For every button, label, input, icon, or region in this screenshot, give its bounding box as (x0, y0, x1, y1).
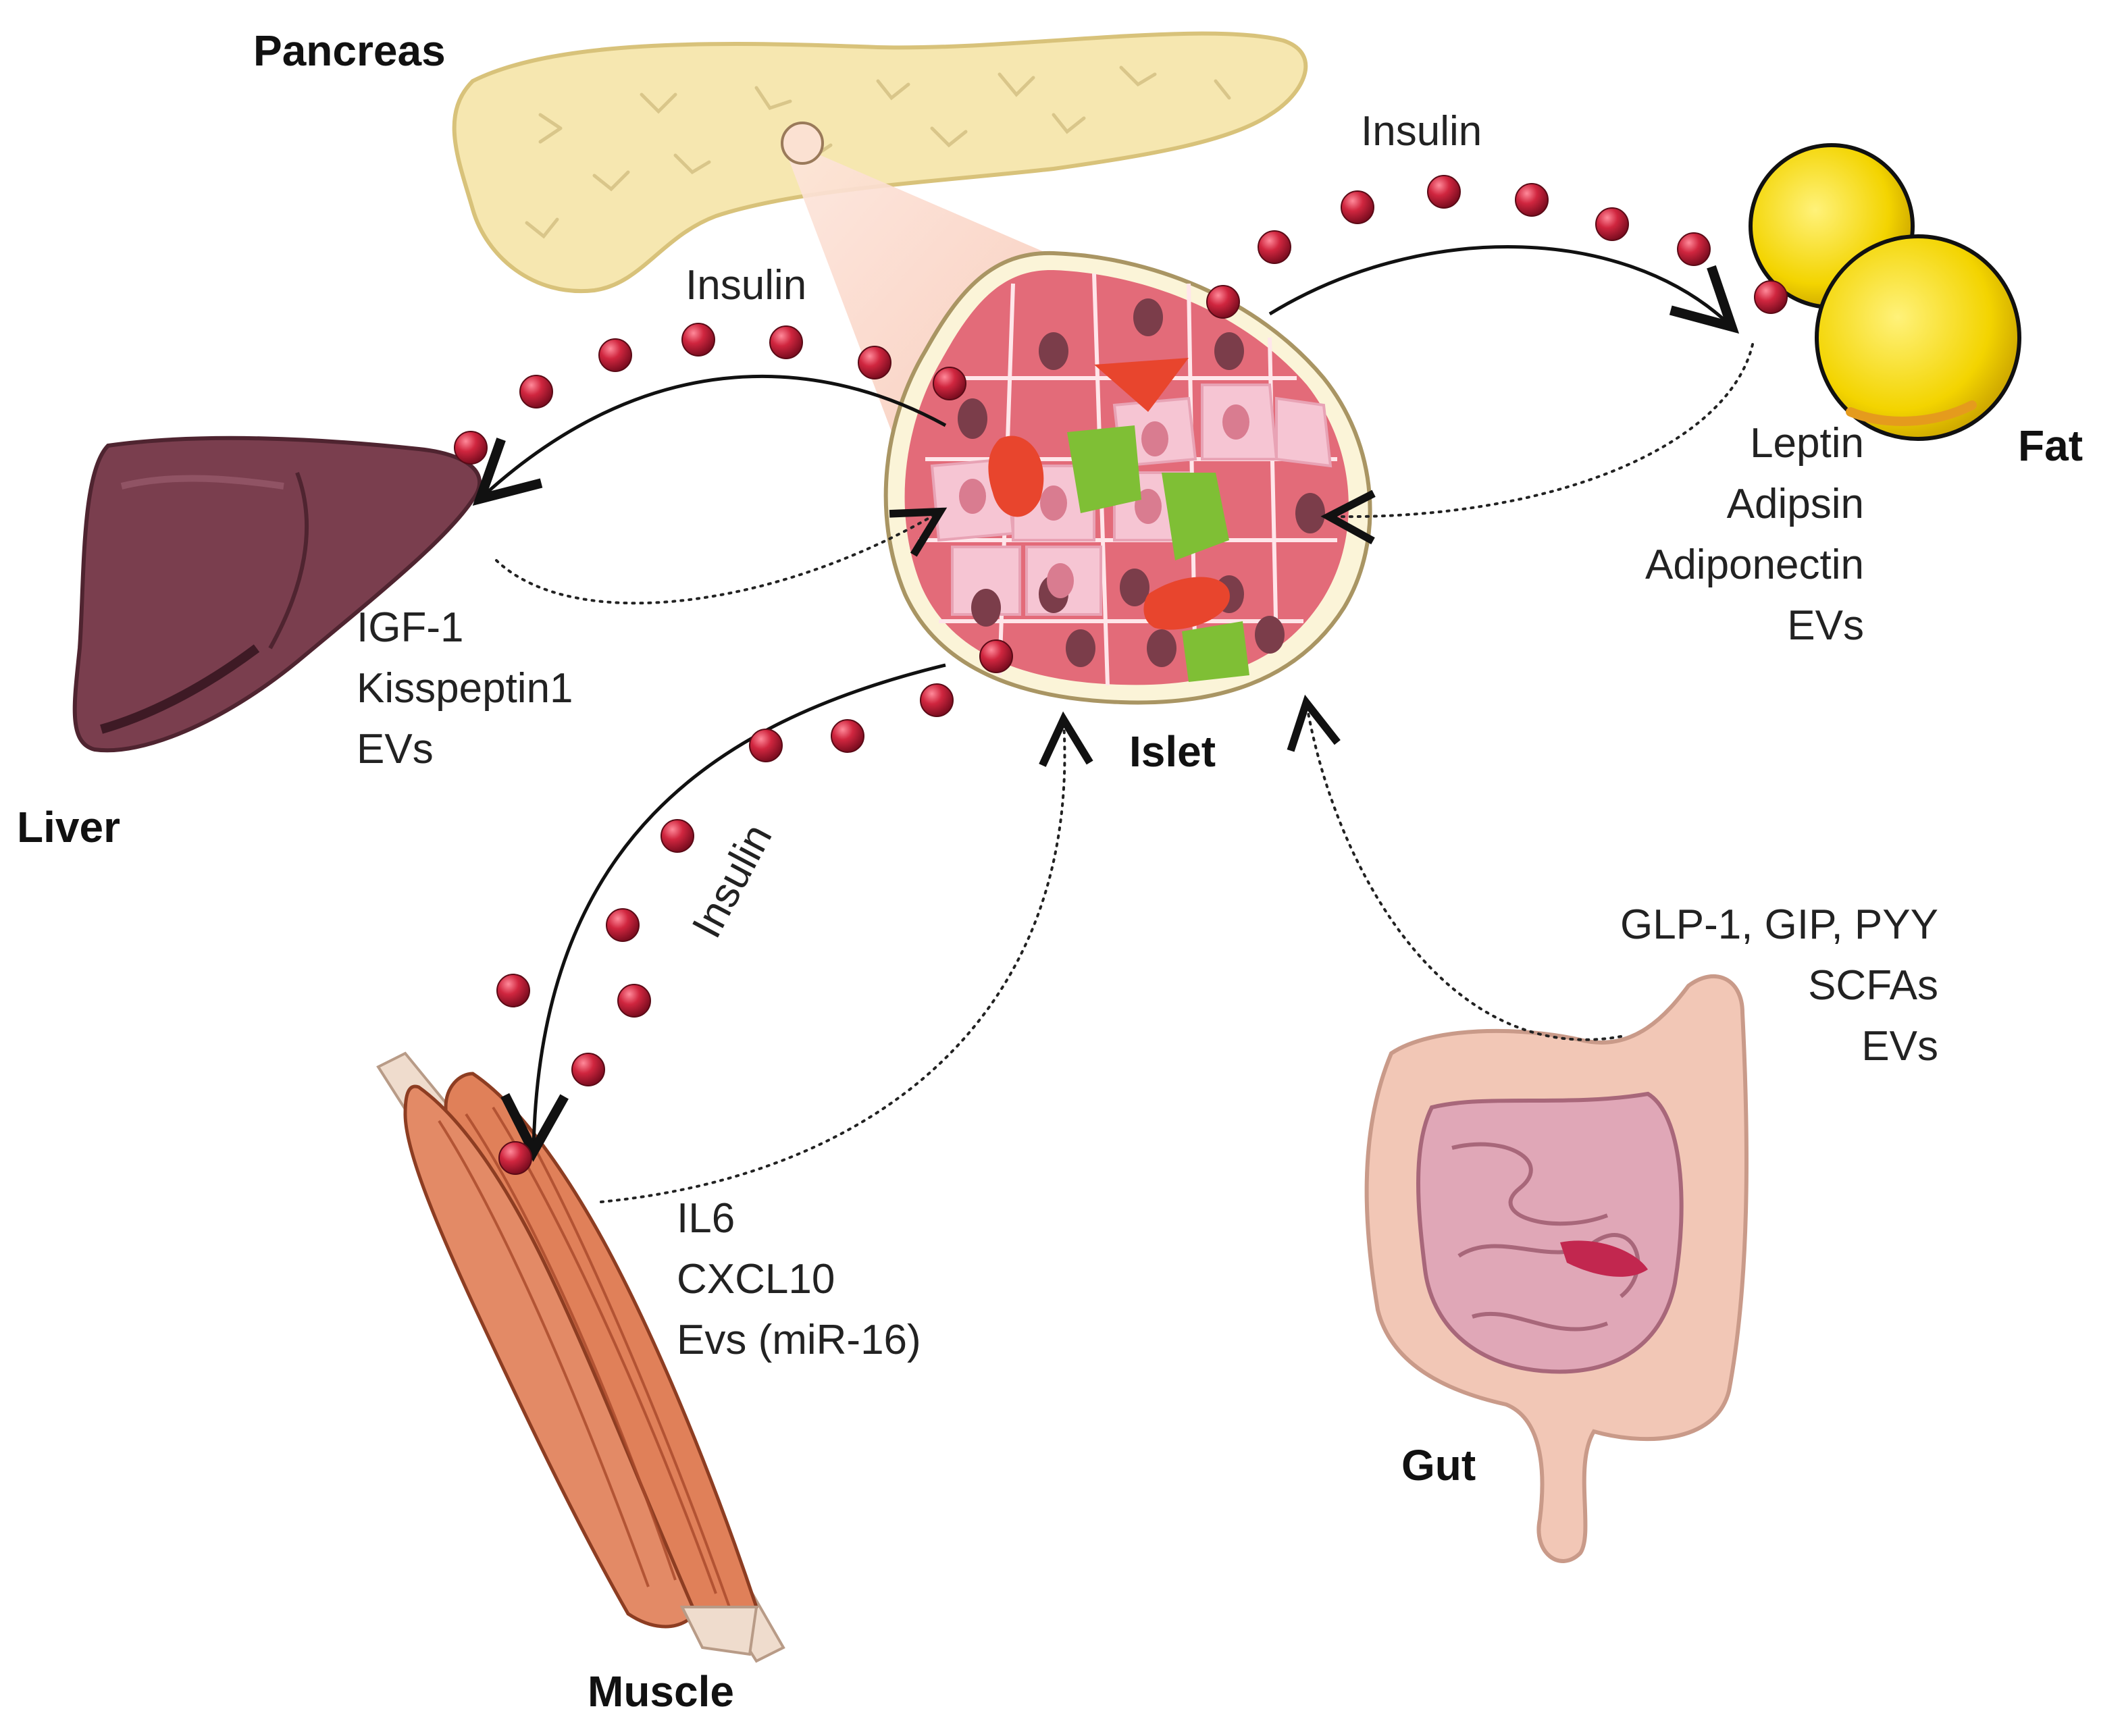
fat-signal-item: EVs (1787, 602, 1864, 649)
liver-label: Liver (17, 803, 120, 851)
liver-signal-item: Kisspeptin1 (357, 665, 573, 712)
magnification-cone (783, 145, 1094, 503)
liver-signal-list: IGF-1 Kisspeptin1 EVs (357, 598, 573, 780)
liver-signal-item: EVs (357, 726, 434, 772)
islet-illustration (883, 251, 1372, 705)
insulin-label-liver: Insulin (685, 262, 807, 309)
insulin-arrows (472, 245, 1740, 1162)
liver-signal-item: IGF-1 (357, 604, 464, 651)
fat-signal-item: Adiponectin (1645, 542, 1864, 588)
gut-label: Gut (1401, 1441, 1476, 1490)
fat-signal-item: Leptin (1750, 420, 1864, 467)
insulin-molecules (454, 175, 1788, 1175)
islet-location-marker (781, 122, 824, 165)
muscle-label: Muscle (588, 1667, 734, 1716)
fat-illustration (1749, 143, 2021, 441)
fat-label: Fat (2018, 421, 2083, 470)
muscle-signal-item: Evs (miR-16) (677, 1317, 921, 1363)
muscle-signal-item: IL6 (677, 1195, 735, 1242)
muscle-signal-item: CXCL10 (677, 1256, 835, 1303)
fat-signal-item: Adipsin (1726, 481, 1864, 527)
fat-signal-list: Leptin Adipsin Adiponectin EVs (1553, 413, 1864, 656)
muscle-signal-list: IL6 CXCL10 Evs (miR-16) (677, 1188, 921, 1371)
insulin-label-fat: Insulin (1361, 108, 1482, 155)
gut-signal-item: SCFAs (1808, 962, 1938, 1009)
gut-signal-list: GLP-1, GIP, PYY SCFAs EVs (1486, 895, 1938, 1077)
muscle-illustration (376, 1051, 785, 1663)
islet-label: Islet (1129, 727, 1216, 776)
gut-signal-item: GLP-1, GIP, PYY (1620, 901, 1938, 948)
gut-illustration (1364, 974, 1749, 1563)
gut-signal-item: EVs (1861, 1023, 1938, 1070)
liver-illustration (72, 436, 482, 753)
feedback-arrows (495, 343, 1754, 1203)
pancreas-label: Pancreas (253, 26, 446, 75)
